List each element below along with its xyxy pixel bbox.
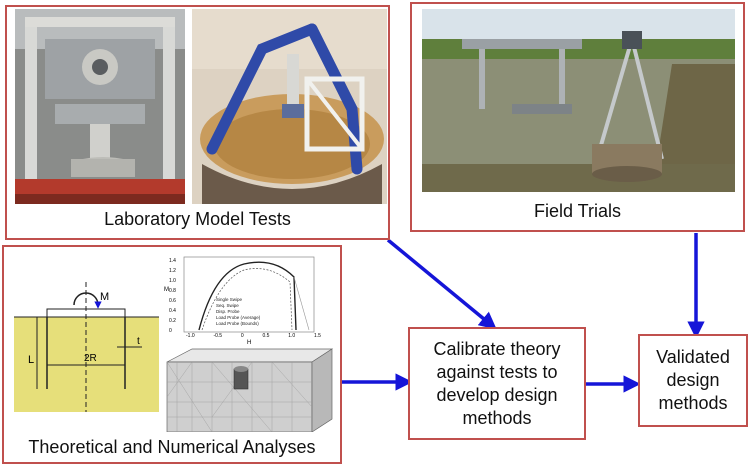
chart-x-label: H bbox=[247, 340, 252, 346]
calibrate-box: Calibrate theory against tests to develo… bbox=[408, 327, 586, 440]
theory-label: Theoretical and Numerical Analyses bbox=[28, 437, 316, 457]
field-trials-label: Field Trials bbox=[533, 201, 622, 221]
radius-label: 2R bbox=[84, 353, 97, 364]
lab-tests-label: Laboratory Model Tests bbox=[104, 209, 291, 229]
calibrate-label: Calibrate theory against tests to develo… bbox=[433, 338, 561, 428]
moment-label: M bbox=[100, 291, 110, 303]
lab-photo-apparatus bbox=[15, 9, 185, 204]
validated-box: Validated design methods bbox=[638, 334, 748, 427]
chart-y-label: M bbox=[164, 287, 169, 293]
field-trials-box: Field Trials bbox=[410, 2, 745, 232]
length-label: L bbox=[28, 354, 35, 366]
arrow-lab-to-calibrate bbox=[386, 238, 497, 330]
fe-mesh bbox=[166, 348, 334, 432]
lab-tests-box: Laboratory Model Tests bbox=[5, 5, 390, 240]
lab-photo-rig bbox=[192, 9, 387, 204]
lab-apparatus-illustration bbox=[15, 9, 185, 204]
field-photo bbox=[422, 9, 735, 192]
foundation-schematic bbox=[14, 282, 159, 412]
thickness-label: t bbox=[137, 336, 140, 347]
mini-chart bbox=[183, 256, 315, 333]
validated-label: Validated design methods bbox=[656, 347, 730, 413]
field-trials-illustration bbox=[422, 9, 735, 192]
lab-rig-illustration bbox=[192, 9, 387, 204]
